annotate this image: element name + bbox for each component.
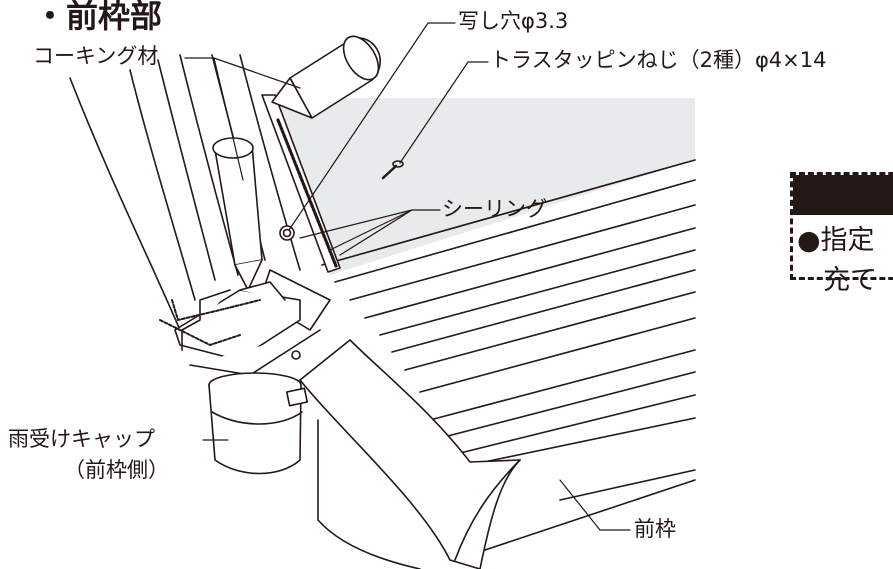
rain-cap	[208, 372, 309, 475]
note-line-2: 充て	[823, 265, 877, 296]
frame-end-cap	[299, 339, 521, 569]
leader-lines	[184, 22, 631, 531]
panel	[272, 98, 695, 275]
screw	[381, 160, 404, 180]
note-header-bar	[793, 175, 893, 215]
note-line-1: ●指定	[797, 225, 875, 256]
caulking-cartridge-upper	[271, 35, 382, 119]
frame-rails	[321, 159, 696, 556]
pilot-hole	[279, 225, 295, 241]
label-sealing: シーリング	[442, 197, 547, 221]
section-title: ・前枠部	[34, 0, 163, 35]
label-rain-cap: 雨受けキャップ	[8, 427, 155, 451]
label-screw: トラスタッピンねじ（2種）φ4×14	[490, 48, 827, 72]
label-caulking: コーキング材	[33, 44, 159, 68]
label-rain-cap-side: （前枠側）	[64, 458, 169, 482]
caulking-cartridge-lower	[212, 137, 263, 291]
label-front-frame: 前枠	[634, 517, 676, 541]
note-box: ●指定 充て	[790, 172, 893, 294]
label-pilot-hole: 写し穴φ3.3	[458, 9, 569, 33]
